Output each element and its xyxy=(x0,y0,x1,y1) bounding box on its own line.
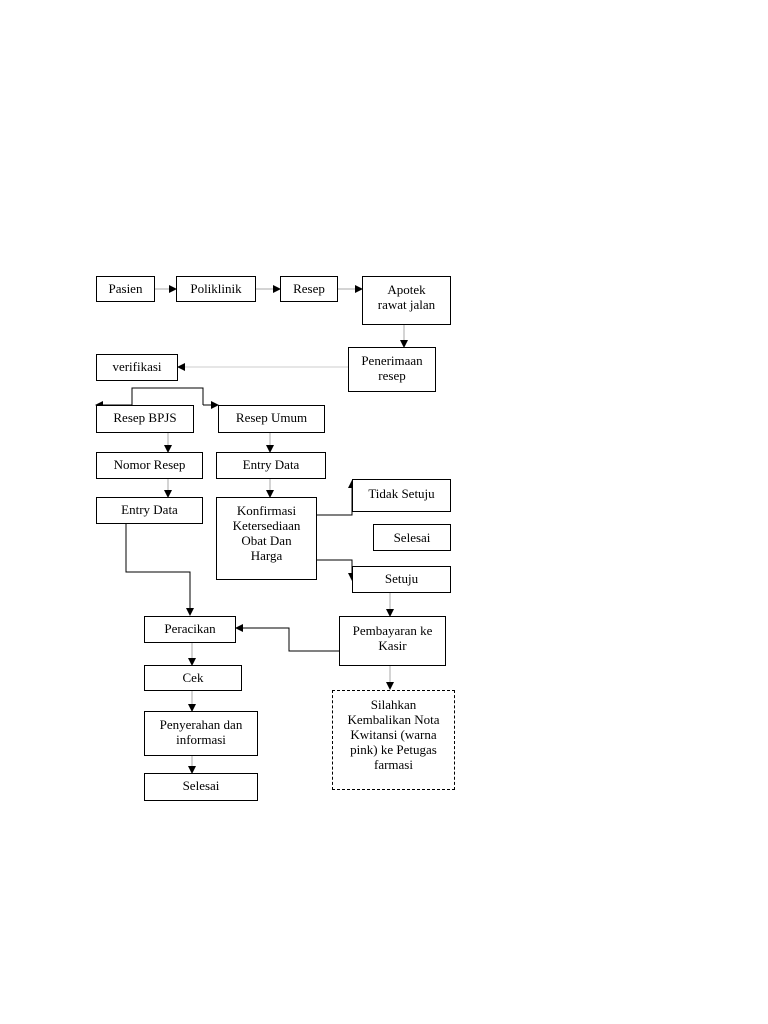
node-setuju: Setuju xyxy=(352,566,451,593)
node-konfirmasi-ketersediaan: Konfirmasi Ketersediaan Obat Dan Harga xyxy=(216,497,317,580)
node-selesai-bottom: Selesai xyxy=(144,773,258,801)
node-entry-data-umum: Entry Data xyxy=(216,452,326,479)
node-nomor-resep: Nomor Resep xyxy=(96,452,203,479)
node-poliklinik: Poliklinik xyxy=(176,276,256,302)
node-penyerahan-dan-informasi: Penyerahan dan informasi xyxy=(144,711,258,756)
arrow-verifikasi-split xyxy=(131,387,204,405)
node-pasien: Pasien xyxy=(96,276,155,302)
node-silahkan-kembalikan-nota: Silahkan Kembalikan Nota Kwitansi (warna… xyxy=(332,690,455,790)
node-resep-bpjs: Resep BPJS xyxy=(96,405,194,433)
node-verifikasi: verifikasi xyxy=(96,354,178,381)
node-tidak-setuju: Tidak Setuju xyxy=(352,479,451,512)
node-cek: Cek xyxy=(144,665,242,691)
node-pembayaran-ke-kasir: Pembayaran ke Kasir xyxy=(339,616,446,666)
node-peracikan: Peracikan xyxy=(144,616,236,643)
node-penerimaan-resep: Penerimaan resep xyxy=(348,347,436,392)
node-resep-umum: Resep Umum xyxy=(218,405,325,433)
arrow-konfirmasi-tidak-setuju xyxy=(317,480,356,516)
node-resep: Resep xyxy=(280,276,338,302)
node-entry-data-bpjs: Entry Data xyxy=(96,497,203,524)
arrow-pembayaran-peracikan xyxy=(235,624,339,652)
node-apotek-rawat-jalan: Apotek rawat jalan xyxy=(362,276,451,325)
node-selesai-right: Selesai xyxy=(373,524,451,551)
arrow-konfirmasi-setuju xyxy=(317,559,356,581)
arrow-entry-peracikan xyxy=(125,524,194,616)
